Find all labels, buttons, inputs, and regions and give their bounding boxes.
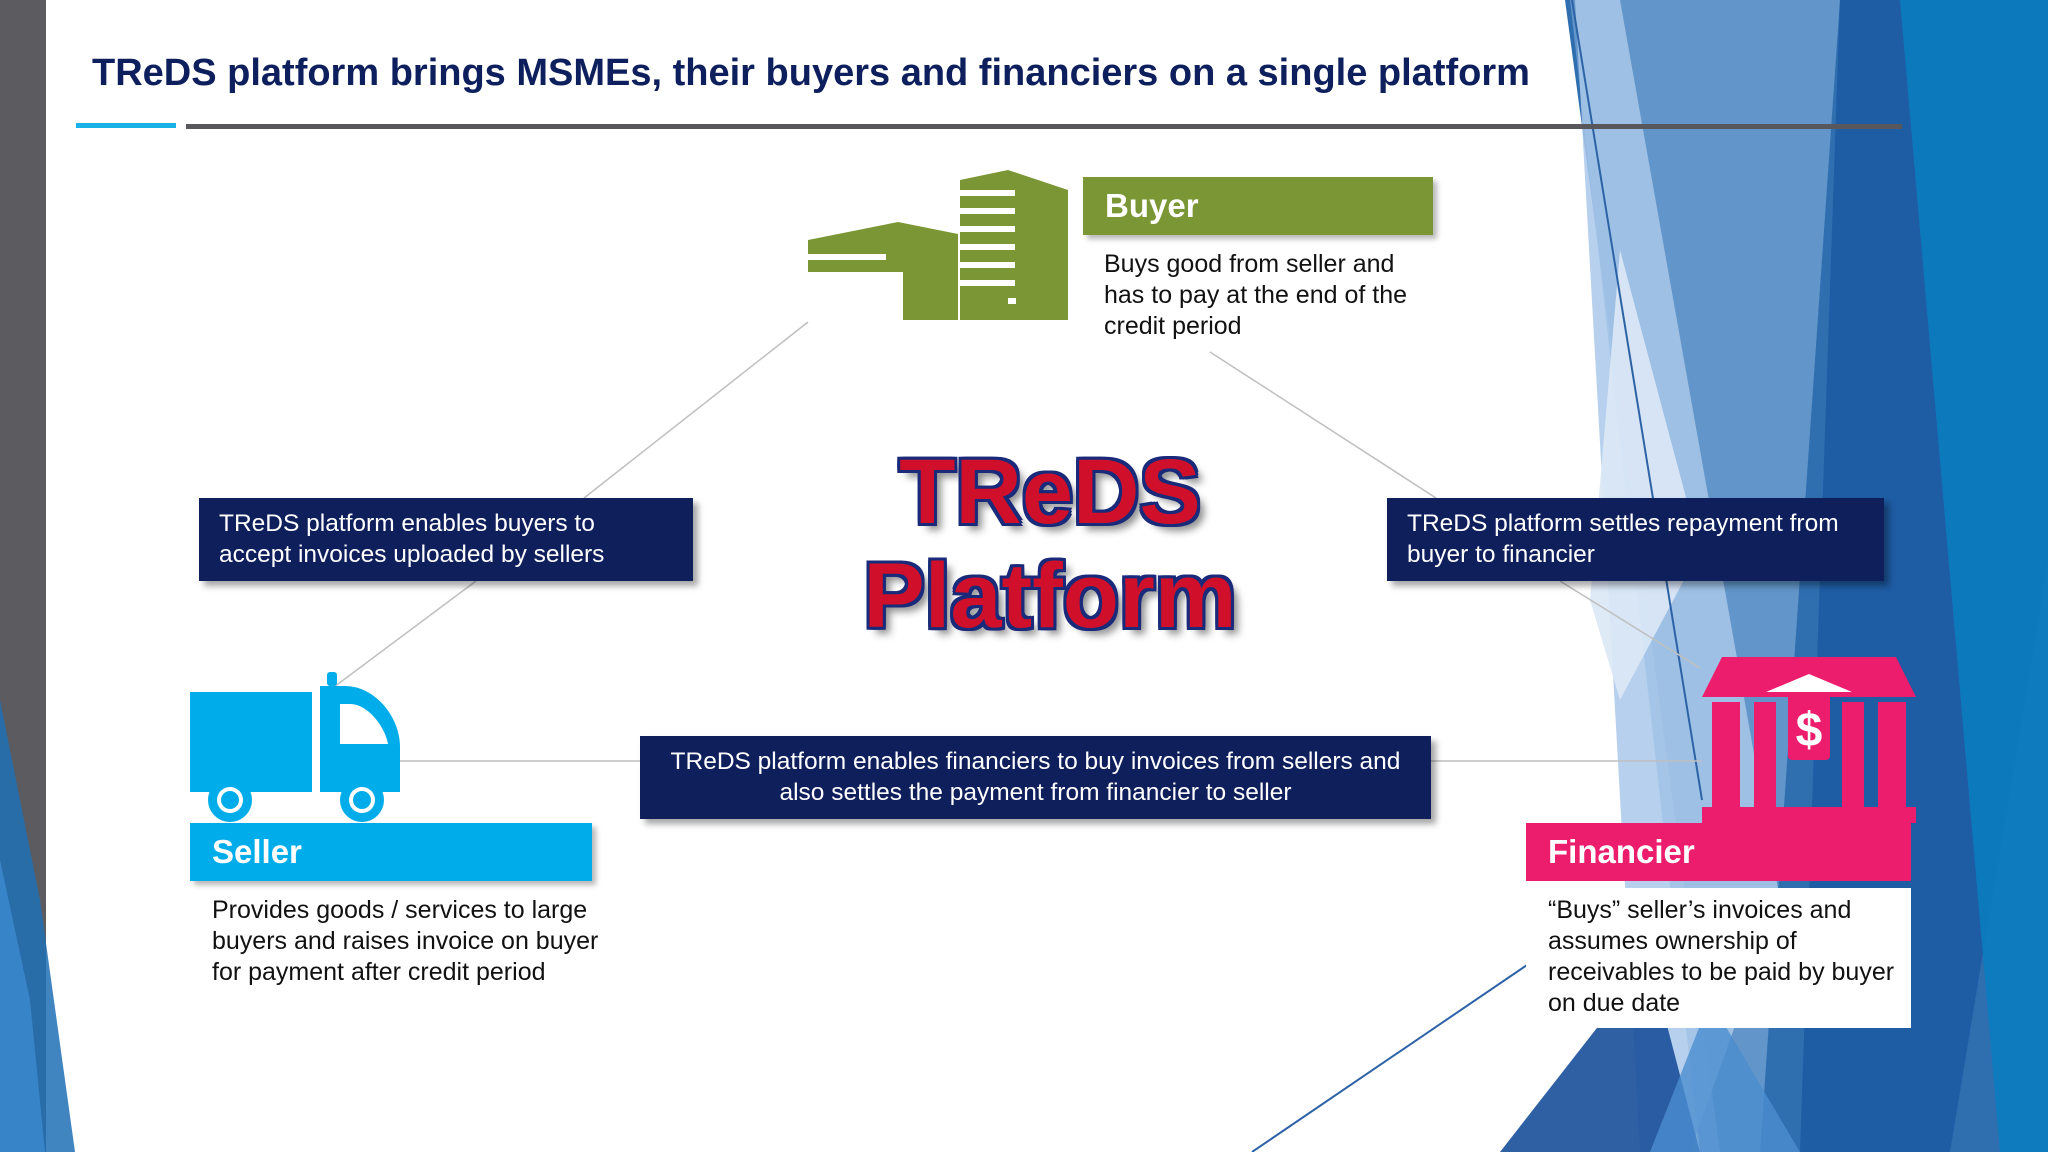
svg-text:$: $ — [1796, 704, 1823, 757]
center-title-line1: TReDS — [899, 441, 1201, 543]
left-blue-accent — [0, 700, 75, 1152]
connector-buyer-accept — [583, 321, 809, 499]
bank-icon: $ — [1702, 657, 1916, 823]
financier-label: Financier — [1526, 823, 1911, 881]
center-title-line2: Platform — [863, 545, 1237, 647]
step-accept-invoices: TReDS platform enables buyers to accept … — [199, 498, 693, 581]
buyer-description: Buys good from seller and has to pay at … — [1104, 250, 1408, 340]
title-underline-accent — [76, 123, 176, 128]
step-finance-invoices: TReDS platform enables financiers to buy… — [640, 736, 1431, 819]
buyer-label: Buyer — [1083, 177, 1433, 235]
truck-icon — [190, 672, 400, 822]
title-underline — [186, 124, 1902, 129]
financier-description: “Buys” seller’s invoices and assumes own… — [1526, 888, 1911, 1028]
seller-description: Provides goods / services to large buyer… — [212, 896, 599, 986]
slide-title: TReDS platform brings MSMEs, their buyer… — [92, 52, 1530, 94]
building-icon — [808, 170, 1068, 320]
seller-label: Seller — [190, 823, 592, 881]
connector-settle-financier — [1559, 580, 1701, 669]
connector-accept-seller — [329, 580, 477, 691]
step-settle-repayment: TReDS platform settles repayment from bu… — [1387, 498, 1884, 581]
center-platform-title: TReDS Platform — [700, 440, 1400, 648]
connector-buyer-settle — [1209, 351, 1437, 499]
